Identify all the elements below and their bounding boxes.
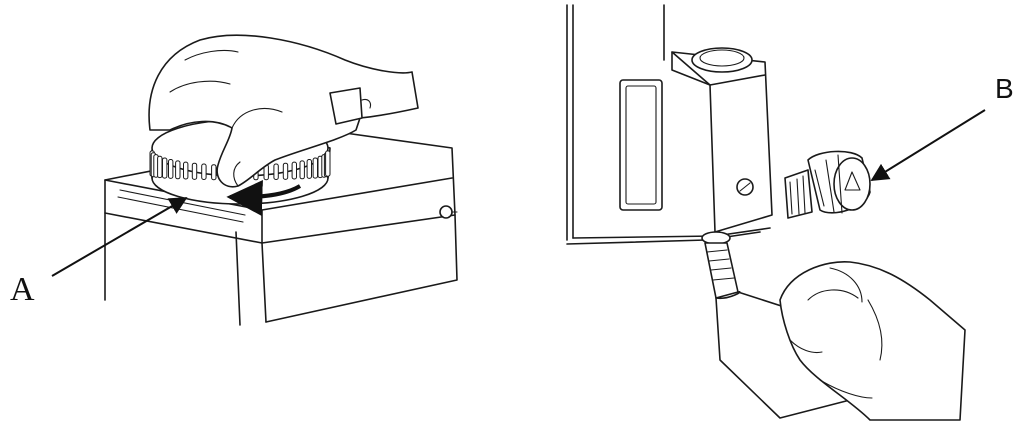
knob-ridge xyxy=(283,163,287,179)
left-panel: A xyxy=(10,35,457,325)
knob-ridge xyxy=(163,158,167,178)
knob-ridge xyxy=(326,151,330,176)
knob-ridge xyxy=(292,162,296,179)
knob-ridge xyxy=(169,160,173,179)
reservoir xyxy=(672,48,772,232)
right-panel: B xyxy=(567,5,1014,420)
knob-ridge xyxy=(300,161,304,179)
knob-ridge xyxy=(212,165,216,180)
callout-label-a: A xyxy=(10,271,35,308)
knob-ridge xyxy=(307,160,311,179)
knob-ridge xyxy=(192,163,196,179)
cap-icon xyxy=(785,151,870,218)
knob-ridge xyxy=(158,156,162,177)
knob-ridge xyxy=(176,161,180,179)
callout-line-b xyxy=(872,110,985,180)
knob-ridge xyxy=(274,164,278,180)
knob-ridge xyxy=(202,164,206,180)
knob-ridge xyxy=(313,158,317,178)
callout-label-b: B xyxy=(995,73,1014,104)
knob-ridge xyxy=(184,162,188,179)
callout-line-a xyxy=(52,198,186,276)
